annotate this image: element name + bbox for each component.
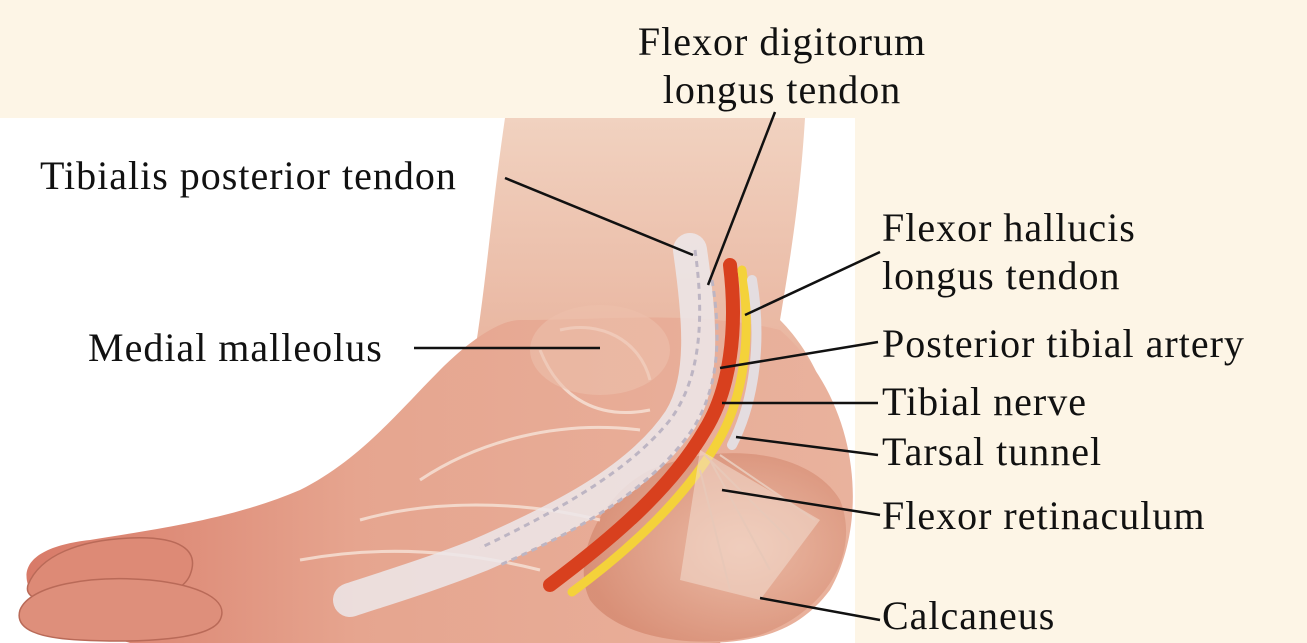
label-flexor-digitorum-line1: Flexor digitorum bbox=[622, 18, 942, 66]
label-flexor-digitorum: Flexor digitorum longus tendon bbox=[622, 18, 942, 114]
label-flexor-retinaculum: Flexor retinaculum bbox=[882, 492, 1205, 540]
label-flexor-digitorum-line2: longus tendon bbox=[622, 66, 942, 114]
label-medial-malleolus: Medial malleolus bbox=[88, 324, 383, 372]
label-tarsal-tunnel: Tarsal tunnel bbox=[882, 428, 1102, 476]
label-posterior-tibial-artery: Posterior tibial artery bbox=[882, 320, 1245, 368]
malleolus-shape bbox=[530, 305, 670, 395]
label-tibialis-posterior: Tibialis posterior tendon bbox=[40, 152, 457, 200]
label-calcaneus: Calcaneus bbox=[882, 592, 1055, 640]
label-flexor-hallucis-line2: longus tendon bbox=[882, 252, 1136, 300]
label-flexor-hallucis: Flexor hallucis longus tendon bbox=[882, 204, 1136, 300]
big-toe-shape bbox=[19, 579, 222, 641]
label-flexor-hallucis-line1: Flexor hallucis bbox=[882, 204, 1136, 252]
label-tibial-nerve: Tibial nerve bbox=[882, 378, 1087, 426]
